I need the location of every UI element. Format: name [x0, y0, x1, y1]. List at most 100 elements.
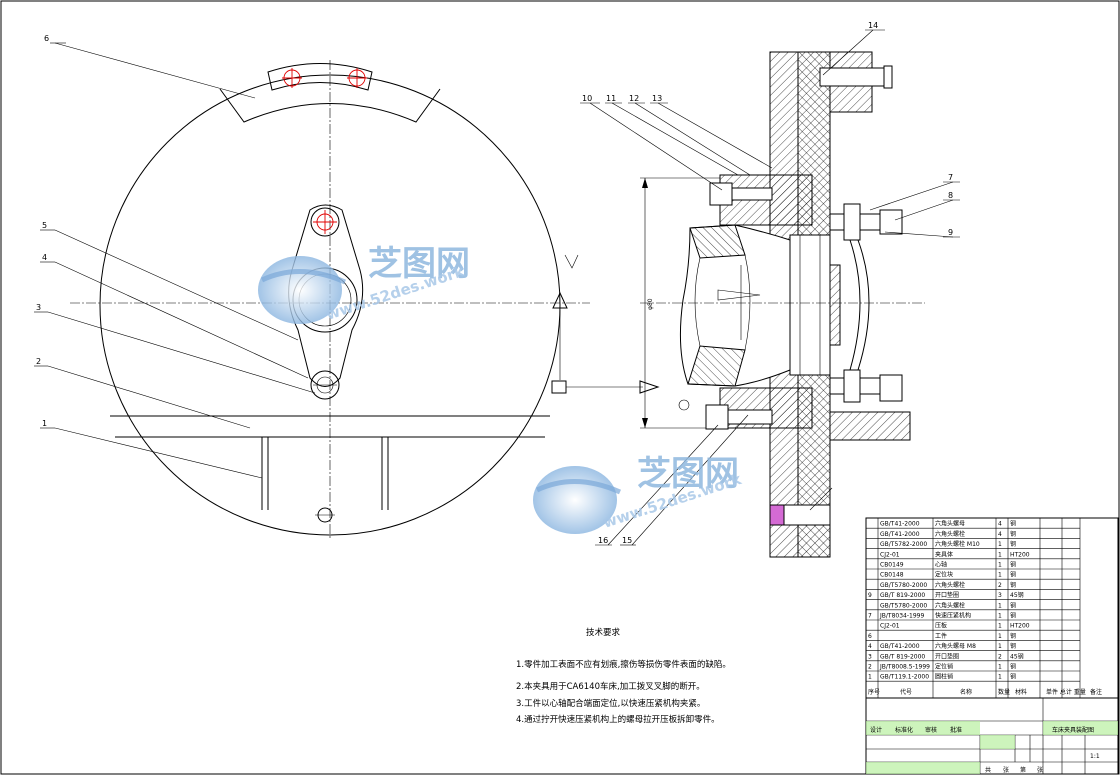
bom-cell: 3: [868, 653, 872, 660]
bom-cell: 1: [998, 602, 1002, 609]
callout-11: 11: [606, 94, 616, 103]
bom-cell: CB0149: [880, 562, 904, 569]
bom-cell: 9: [868, 592, 872, 599]
section-view: φ80 10 11 12 13 14 7 8 9 16 15: [580, 21, 960, 558]
bom-cell: JB/T8008.5-1999: [879, 664, 930, 671]
workpiece-sector: [219, 88, 441, 123]
dimension-phi80: φ80: [647, 298, 654, 310]
scale-value: 1:1: [1090, 753, 1100, 760]
bom-cell: 3: [998, 592, 1002, 599]
upper-pin-outer: [310, 207, 340, 237]
bom-cell: 六角头螺栓: [935, 530, 965, 538]
bom-cell: 钢: [1010, 520, 1016, 528]
bom-cell: JB/T8034-1999: [879, 613, 924, 620]
bom-cell: 钢: [1010, 601, 1016, 609]
bom-cell: 钢: [1010, 612, 1016, 620]
callout-14: 14: [868, 21, 878, 30]
bom-cell: 钢: [1010, 673, 1016, 681]
bom-cell: HT200: [1010, 623, 1030, 630]
bom-cell: 钢: [1010, 561, 1016, 569]
bom-cell: GB/T41-2000: [880, 643, 920, 650]
bom-cell: 1: [998, 623, 1002, 630]
bom-cell: 快速压紧机构: [935, 612, 971, 620]
bom-cell: 六角头螺母 M8: [935, 642, 976, 650]
bom-cell: CJ2-01: [880, 623, 900, 630]
bom-cell: 1: [998, 572, 1002, 579]
tech-req-2: 2.本夹具用于CA6140车床,加工拨叉叉脚的断开。: [516, 681, 705, 692]
bom-cell: 4: [998, 521, 1002, 528]
bom-header-cell: 数量: [998, 688, 1010, 696]
bom-cell: 圆柱销: [935, 673, 953, 681]
watermark-cn: 芝图网: [368, 244, 470, 284]
bom-cell: 压板: [935, 622, 947, 630]
bom-cell: GB/T5782-2000: [880, 541, 927, 548]
bom-cell: 六角头螺栓: [935, 581, 965, 589]
bom-cell: HT200: [1010, 551, 1030, 558]
sheet-unit-2: 张: [1037, 766, 1043, 774]
bom-cell: GB/T119.1-2000: [880, 674, 929, 681]
view-marker-box: [551, 380, 567, 394]
bom-cell: 1: [998, 541, 1002, 548]
bom-cell: GB/T41-2000: [880, 531, 920, 538]
clamp-disc-outline: [99, 74, 561, 536]
bom-cell: 钢: [1010, 632, 1016, 640]
datum-marker: [678, 399, 690, 411]
watermark-upper: 芝图网 www.52des.work: [258, 244, 470, 324]
bom-cell: 钢: [1010, 581, 1016, 589]
bom-cell: GB/T41-2000: [880, 521, 920, 528]
callout-4: 4: [42, 253, 47, 262]
bom-cell: 1: [998, 613, 1002, 620]
upper-hex-bolt: [709, 182, 733, 206]
bom-header-cell: 备注: [1090, 688, 1102, 696]
drawing-title: 车床夹具装配图: [1052, 726, 1094, 734]
callout-7: 7: [948, 173, 953, 182]
callout-15: 15: [622, 536, 632, 545]
callout-8: 8: [948, 191, 953, 200]
tech-requirements-title: 技术要求: [586, 627, 621, 638]
bom-header-cell: 名称: [960, 688, 972, 696]
tech-requirements: 技术要求 1.零件加工表面不应有划痕,擦伤等损伤零件表面的缺陷。 2.本夹具用于…: [516, 627, 731, 725]
bom-header-cell: 序号: [868, 688, 880, 696]
bom-cell: 钢: [1010, 540, 1016, 548]
tech-req-3: 3.工件以心轴配合端面定位,以快速压紧机构夹紧。: [516, 698, 705, 709]
bom-cell: 工件: [935, 632, 947, 640]
bom-cell: 4: [868, 643, 872, 650]
bom-cell: 定位销: [935, 663, 953, 671]
bom-cell: GB/T5780-2000: [880, 602, 927, 609]
bom-cell: 心轴: [935, 561, 947, 569]
bom-cell: 1: [868, 674, 872, 681]
bom-cell: GB/T 819-2000: [880, 653, 925, 660]
bom-cell: 1: [998, 643, 1002, 650]
bom-cell: 1: [998, 674, 1002, 681]
lower-hex-bolt: [705, 404, 729, 430]
bom-cell: 定位块: [935, 571, 953, 579]
top-bolt: [819, 67, 885, 87]
callout-9: 9: [948, 228, 953, 237]
bom-cell: 夹具体: [935, 550, 953, 558]
title-block: 车床夹具装配图 1:1 设计 标准化 审核 批准 共 张 第 张: [865, 697, 1119, 775]
bom-cell: 开口垫圈: [935, 652, 959, 660]
view-arrow-up: [552, 291, 568, 309]
bom-cell: CJ2-01: [880, 551, 900, 558]
bom-cell: CB0148: [880, 572, 904, 579]
sheet-total-label: 共: [985, 766, 991, 774]
bom-cell: 1: [998, 562, 1002, 569]
mandrel: [789, 234, 831, 376]
bom-cell: 4: [998, 531, 1002, 538]
bom-cell: 开口垫圈: [935, 591, 959, 599]
callout-6: 6: [44, 34, 49, 43]
bom-cell: 六角头螺栓 M10: [935, 540, 980, 548]
tech-req-4: 4.通过拧开快速压紧机构上的螺母拉开压板拆卸零件。: [516, 714, 720, 725]
left-view: 6 5 4 3 2 1: [34, 34, 660, 540]
callout-12: 12: [629, 94, 639, 103]
bottom-flange: [829, 411, 911, 441]
watermark-cn-2: 芝图网: [637, 454, 739, 494]
callout-2: 2: [36, 357, 41, 366]
bom-header-cell: 材料: [1015, 688, 1027, 696]
bom-header-cell: 单件 总计 重量: [1046, 688, 1086, 696]
callout-10: 10: [582, 94, 592, 103]
sheet-no-label: 第: [1020, 766, 1026, 774]
callout-16: 16: [598, 536, 608, 545]
